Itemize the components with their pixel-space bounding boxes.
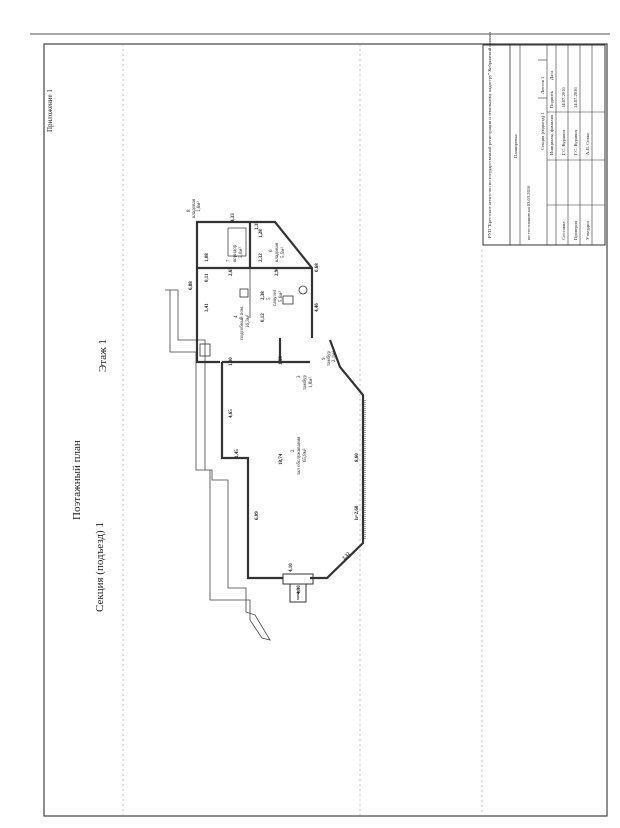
dimension: 1,30 (229, 357, 234, 366)
entrance-steps (289, 583, 307, 603)
room-name: кладовая (192, 198, 197, 218)
room-number: 7 (227, 259, 232, 262)
dimension: 1,55 (279, 356, 284, 365)
doc-type: Планировка (513, 134, 518, 158)
row-date: 14.07.2016 (573, 87, 578, 108)
dimension: 2,65 (229, 267, 234, 276)
section-label: Секция (подъезд) 1 (94, 522, 106, 612)
row-date: 14.07.2016 (561, 87, 566, 108)
row-role: Утвердил (585, 221, 590, 240)
room-area: 5,5м² (280, 247, 286, 258)
room-area: 2,1м² (331, 351, 337, 362)
appendix-label: Приложение 1 (46, 89, 54, 132)
row-name: Г.С. Куравич (573, 129, 578, 155)
wall-upper-block (195, 220, 314, 364)
fixture (282, 295, 294, 305)
fixture (239, 288, 249, 298)
dimension: 1,28 (259, 229, 264, 238)
dimension: 18,74 (279, 453, 284, 465)
dimension: 0,12 (261, 313, 266, 322)
date-line: по состоянию на 03.03.2016 (526, 185, 531, 240)
row-role: Составил (561, 221, 566, 240)
wall-hall-right (310, 339, 365, 580)
dimension: 4,65 (229, 409, 234, 418)
page-frame (43, 43, 608, 817)
fixture (298, 285, 308, 295)
room-name: кладовая (275, 242, 280, 262)
room-number: 4 (234, 315, 239, 318)
dimension: 4,33 (231, 213, 236, 222)
dimension: 1,45 (235, 449, 240, 458)
dimension: 2,98 (275, 267, 280, 276)
dimension: 2,32 (342, 551, 352, 561)
dimension: 6,09 (255, 511, 260, 520)
room-number: 8 (187, 209, 192, 212)
org-name: РУП "Брестское агентство по государствен… (487, 31, 492, 238)
room-name: подсобный пом. (240, 306, 245, 340)
column-header: Подпись (549, 91, 554, 108)
room-area: 1,6м² (196, 201, 202, 212)
row-role: Проверил (573, 220, 578, 240)
column-header: Инициалы, фамилия (549, 114, 555, 155)
dimension: 2,32 (259, 253, 264, 262)
page-title: Поэтажный план (71, 440, 83, 520)
floor-label: Этаж 1 (97, 339, 109, 372)
dimension: 0,68 (315, 263, 320, 272)
room-number: 9 (322, 357, 327, 360)
wall-hall-left (220, 362, 283, 580)
room-area: 3,0м² (238, 247, 244, 258)
room-area: 16,3м² (245, 314, 251, 328)
room-name: коридор (233, 244, 238, 262)
dimension: 4,30 (297, 585, 302, 594)
dimension: 4,46 (315, 303, 320, 312)
adjacent-outline (165, 289, 271, 641)
room-number: 3 (297, 375, 302, 378)
column-header: Дата (549, 71, 554, 80)
title-block: РУП "Брестское агентство по государствен… (482, 31, 606, 246)
dimension: 1,35 (255, 221, 260, 230)
room-name: зал обслуживания (297, 436, 302, 475)
room-area: 1,8м² (308, 377, 314, 388)
dimension: 0,11 (205, 273, 210, 282)
row-name: А.П. Совко (585, 132, 590, 155)
entrance-door (282, 573, 314, 585)
room-number: 6 (269, 249, 274, 252)
room-number: 5 (267, 297, 272, 300)
room-number: 2 (291, 449, 296, 452)
dimension: h=2,68 (355, 505, 360, 520)
sheet-count: Листов 1 (540, 76, 545, 94)
fixture (199, 343, 211, 357)
dimension: 3,41 (205, 303, 210, 312)
floor-plan: 2 зал обслуживания 65,8м² 3 тамбур 1,8м²… (165, 198, 366, 641)
dimension: 8,60 (355, 453, 360, 462)
room-name: санузел (273, 289, 278, 306)
dimension: 6,88 (189, 281, 194, 290)
dimension: 1,08 (205, 253, 210, 262)
row-name: Г.С. Куравич (561, 129, 566, 155)
fixture (227, 227, 247, 257)
room-area: 65,8м² (302, 448, 308, 462)
dimension: 4,10 (289, 563, 294, 572)
room-area: 5,6м² (278, 291, 284, 302)
section-code: Секция (подъезд) 1 (540, 112, 545, 150)
room-name: тамбур (327, 351, 332, 366)
dimension: 2,38 (261, 291, 266, 300)
room-name: тамбур (303, 375, 308, 390)
